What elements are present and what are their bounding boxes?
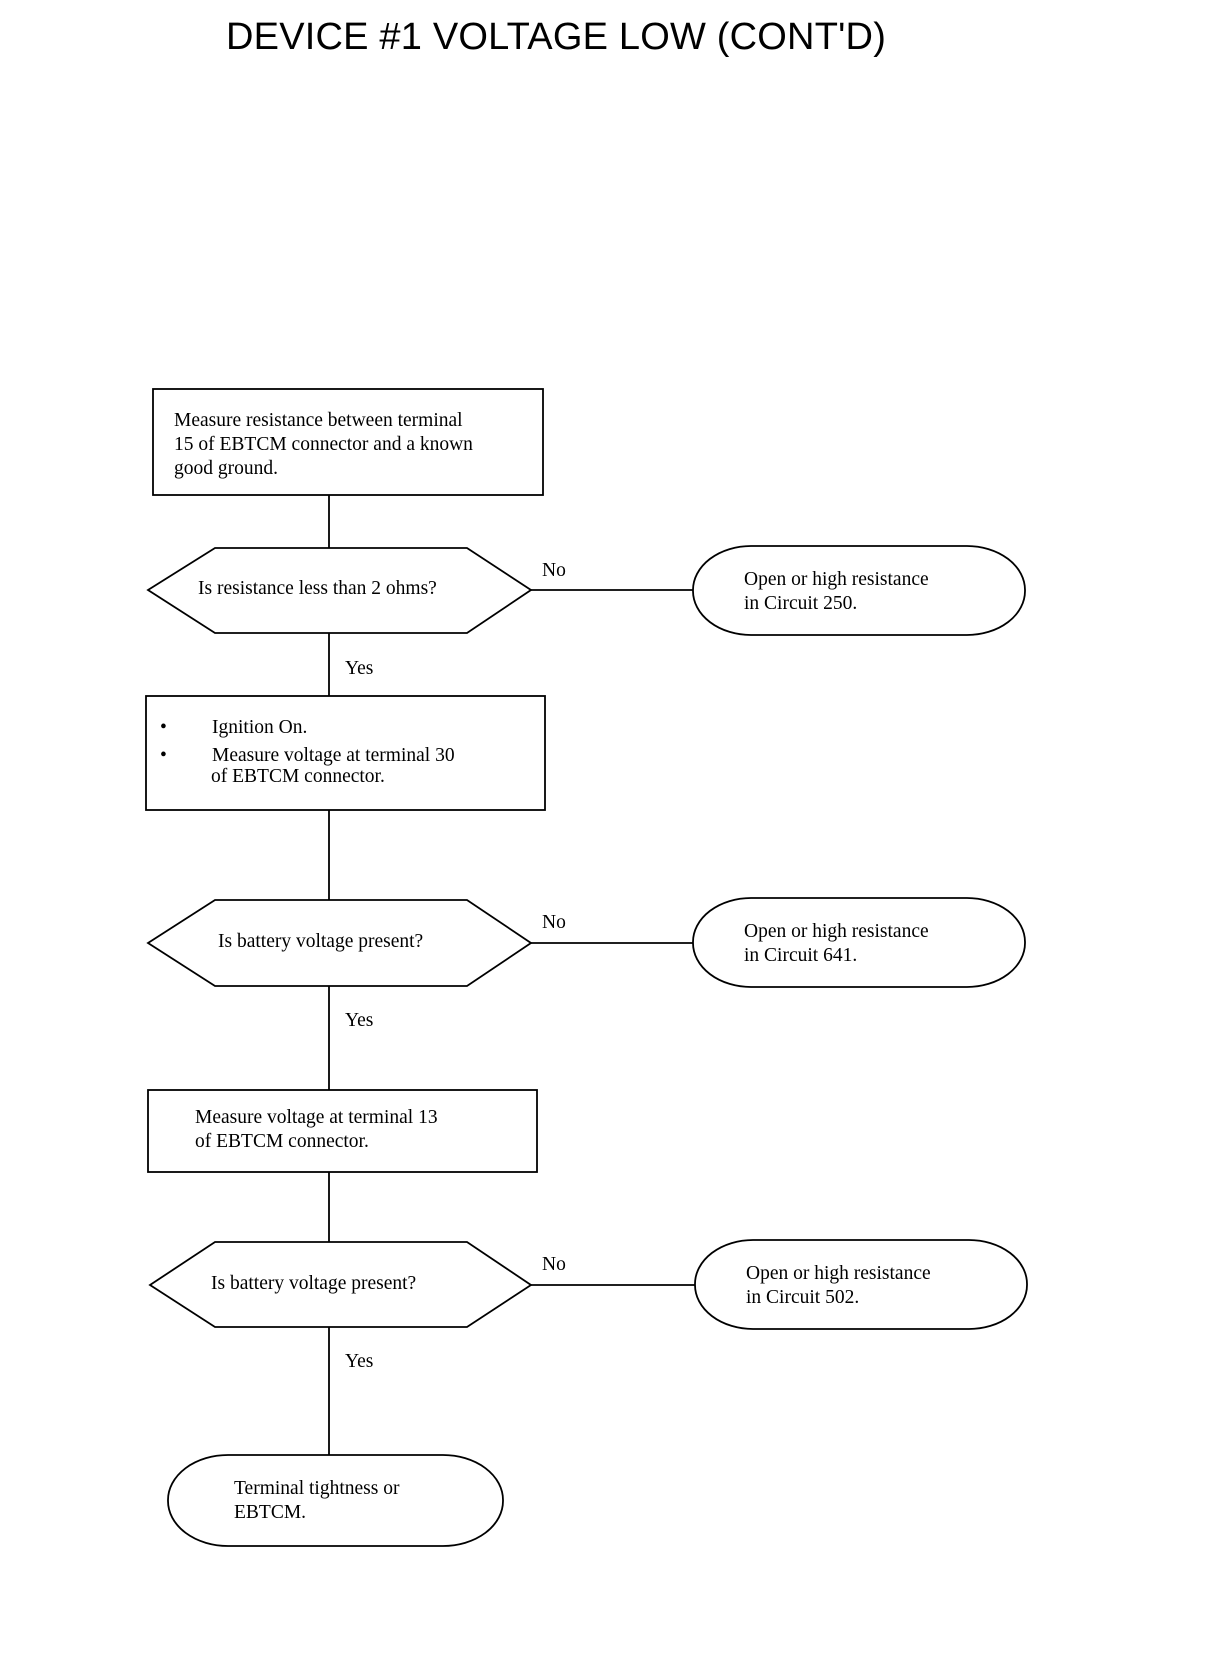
result1-text: Open or high resistance in Circuit 250. (744, 568, 929, 616)
result2-shape (692, 897, 1026, 988)
step3-box (147, 1089, 538, 1173)
step3-line: of EBTCM connector. (195, 1131, 369, 1152)
decision1-yes-label: Yes (345, 658, 374, 679)
result1-line: Open or high resistance (744, 569, 929, 590)
final-line: EBTCM. (234, 1502, 307, 1523)
step1-text: Measure resistance between terminal 15 o… (174, 409, 473, 481)
page-title: DEVICE #1 VOLTAGE LOW (CONT'D) (226, 16, 887, 58)
step2-bullet-item: • Measure voltage at terminal 30 (146, 744, 455, 768)
result2-line: Open or high resistance (744, 921, 929, 942)
result3-text: Open or high resistance in Circuit 502. (746, 1262, 931, 1310)
step2-bullet-text: Measure voltage at terminal 30 (212, 745, 455, 766)
result1-line: in Circuit 250. (744, 593, 858, 614)
decision2-yes-label: Yes (345, 1010, 374, 1031)
step2-continuation: of EBTCM connector. (211, 766, 385, 787)
step2-box (145, 695, 546, 811)
step1-box (152, 388, 544, 496)
decision3-no-label: No (542, 1254, 566, 1275)
decision3-question: Is battery voltage present? (211, 1273, 417, 1294)
final-line: Terminal tightness or (234, 1478, 400, 1499)
step1-line: Measure resistance between terminal (174, 410, 463, 431)
final-shape (167, 1454, 504, 1547)
decision3-yes-label: Yes (345, 1351, 374, 1372)
result3-line: in Circuit 502. (746, 1287, 860, 1308)
decision2-question: Is battery voltage present? (218, 931, 424, 952)
step1-line: good ground. (174, 458, 278, 479)
step3-line: Measure voltage at terminal 13 (195, 1107, 438, 1128)
bullet-icon: • (160, 745, 167, 766)
step2-bullet-text: Ignition On. (212, 717, 308, 738)
step2-bullet-item: • Ignition On. (146, 716, 455, 740)
step2-text: • Ignition On. • Measure voltage at term… (146, 716, 455, 789)
result2-line: in Circuit 641. (744, 945, 858, 966)
decision1-no-label: No (542, 560, 566, 581)
result3-line: Open or high resistance (746, 1263, 931, 1284)
result1-shape (692, 545, 1026, 636)
step3-text: Measure voltage at terminal 13 of EBTCM … (195, 1106, 438, 1154)
step1-line: 15 of EBTCM connector and a known (174, 434, 473, 455)
decision2-no-label: No (542, 912, 566, 933)
decision1-question: Is resistance less than 2 ohms? (198, 578, 437, 599)
final-text: Terminal tightness or EBTCM. (234, 1477, 399, 1525)
result3-shape (694, 1239, 1028, 1330)
bullet-icon: • (160, 717, 167, 738)
result2-text: Open or high resistance in Circuit 641. (744, 920, 929, 968)
